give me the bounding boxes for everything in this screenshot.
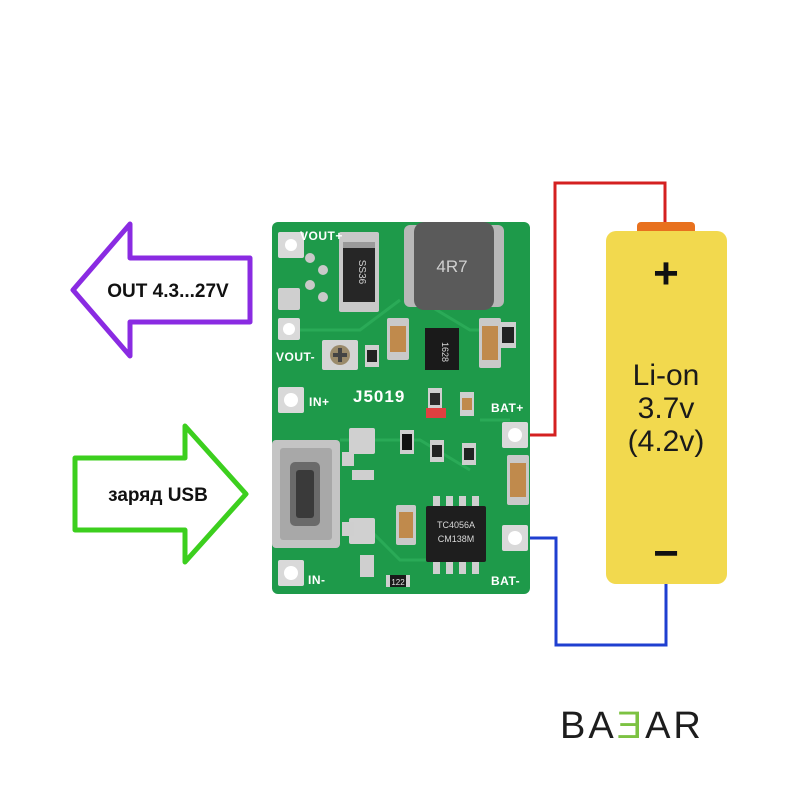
output-arrow: OUT 4.3...27V: [70, 221, 253, 359]
board-name: J5019: [353, 387, 405, 406]
battery-nominal-voltage: 3.7v: [638, 392, 695, 425]
battery-chemistry: Li-on: [633, 359, 700, 392]
usb-charge-arrow-shape: [72, 423, 249, 565]
resistor-marking: 122: [391, 578, 405, 587]
battery-wires: [525, 181, 668, 647]
inductor-marking: 4R7: [436, 257, 467, 276]
logo-text: BAƎAR: [560, 705, 704, 747]
label-vout-plus: VOUT+: [300, 229, 343, 243]
logo-part-1: BA: [560, 705, 617, 747]
output-arrow-label: OUT 4.3...27V: [107, 281, 229, 302]
output-arrow-shape: [70, 221, 253, 359]
boost-chip-marking: 1628: [440, 342, 450, 362]
label-in-plus: IN+: [309, 395, 330, 409]
logo-part-2: Ǝ: [617, 705, 645, 747]
usb-charge-arrow-label: заряд USB: [108, 485, 208, 506]
label-in-minus: IN-: [308, 573, 326, 587]
diode-marking: SS36: [356, 260, 367, 285]
battery-plus-sign: +: [653, 249, 679, 298]
inductor: 4R7: [404, 222, 504, 310]
potentiometer: [322, 340, 358, 370]
battery-max-voltage: (4.2v): [628, 425, 705, 458]
pcb-pads: [278, 232, 528, 586]
usb-charge-arrow: заряд USB: [72, 423, 249, 565]
pad-vout-2: [278, 288, 300, 310]
pcb-board: 4R7 SS36: [272, 222, 530, 594]
charger-chip-code: CM138M: [438, 534, 475, 544]
charger-chip: TC4056A CM138M: [426, 496, 486, 574]
smd-components: [349, 322, 516, 577]
label-bat-plus: BAT+: [491, 401, 524, 415]
capacitors: [387, 318, 529, 545]
resistor-122: 122: [386, 575, 410, 587]
micro-usb-port: [272, 440, 354, 548]
battery-body: [606, 231, 727, 584]
negative-wire: [525, 536, 668, 647]
boost-chip: 1628: [425, 328, 459, 370]
charger-chip-marking: TC4056A: [437, 520, 475, 530]
brand-logo: BAƎAR: [560, 705, 704, 747]
label-bat-minus: BAT-: [491, 574, 520, 588]
label-vout-minus: VOUT-: [276, 350, 315, 364]
battery: + Li-on 3.7v (4.2v) −: [606, 222, 727, 584]
positive-wire: [525, 181, 667, 437]
battery-minus-sign: −: [653, 529, 679, 578]
logo-part-3: AR: [645, 705, 704, 747]
diode: SS36: [339, 232, 379, 312]
